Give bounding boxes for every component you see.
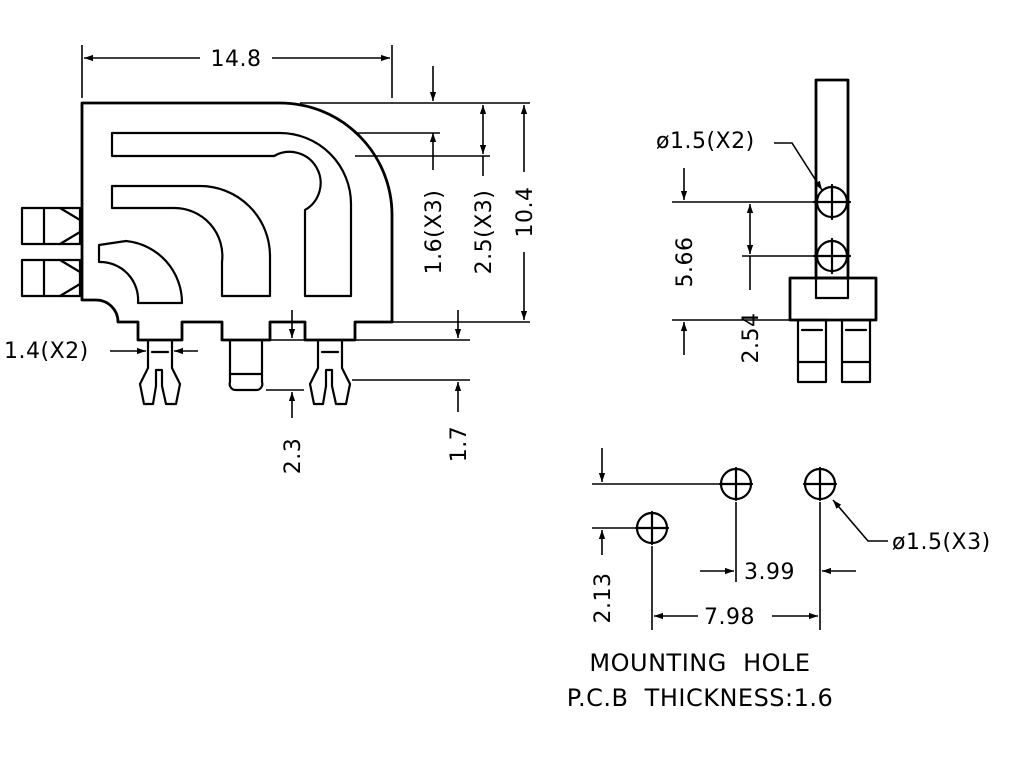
light-pipe-middle xyxy=(110,184,272,298)
note-pcb-thickness: P.C.B THICKNESS:1.6 xyxy=(567,684,834,712)
side-led-left xyxy=(796,318,828,384)
light-pipe-outer xyxy=(110,131,353,298)
mount-hole-left xyxy=(634,510,670,546)
mounting-hole-view: ø1.5(X3) 2.13 3.99 7.98 MOUNTING HOLE P.… xyxy=(567,448,991,712)
housing-outline xyxy=(80,101,394,342)
mount-hole-middle xyxy=(718,466,754,502)
dim-pipe-gap: 1.6(X3) xyxy=(422,190,447,275)
dim-post-length: 2.3 xyxy=(281,438,306,475)
dim-hole-dia: ø1.5(X3) xyxy=(892,530,991,555)
round-post xyxy=(228,338,264,392)
led-lower xyxy=(20,258,82,298)
dim-hole-pitch-large: 7.98 xyxy=(704,605,755,630)
snap-pin-right xyxy=(308,338,352,406)
dim-side-vertical: 5.66 xyxy=(673,237,698,288)
side-led-right xyxy=(840,318,872,384)
note-mounting-hole: MOUNTING HOLE xyxy=(589,649,810,677)
light-pipe-inner xyxy=(97,239,184,305)
front-view: 14.8 1.6(X3) 2.5(X3) 10.4 1.4(X2) 2.3 xyxy=(4,45,538,474)
dim-overall-height: 10.4 xyxy=(513,187,538,238)
dim-hole-pitch-small: 3.99 xyxy=(744,560,795,585)
dim-side-hole-dia: ø1.5(X2) xyxy=(656,129,755,154)
snap-pin-left xyxy=(138,338,182,406)
dim-pin-width: 1.4(X2) xyxy=(4,339,89,364)
dim-pipe-pitch: 2.5(X3) xyxy=(472,190,497,275)
dim-pin-length: 1.7 xyxy=(447,426,472,463)
dim-side-pitch: 2.54 xyxy=(739,313,764,364)
side-view: ø1.5(X2) 5.66 2.54 xyxy=(656,78,878,384)
dim-hole-offset: 2.13 xyxy=(591,573,616,624)
dim-overall-width: 14.8 xyxy=(211,47,262,72)
mount-hole-right xyxy=(802,466,838,502)
led-upper xyxy=(20,206,82,246)
